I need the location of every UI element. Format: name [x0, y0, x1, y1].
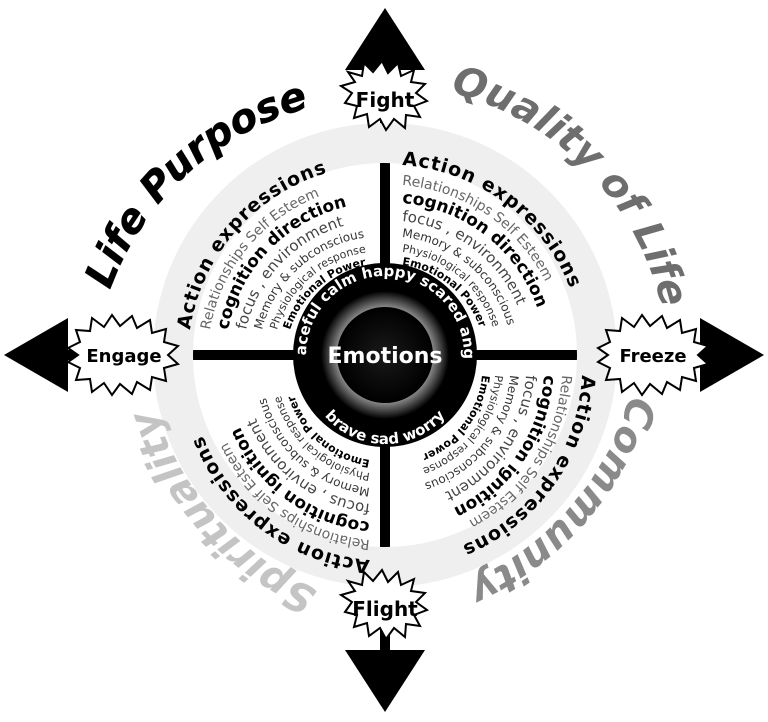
engage-starburst: Engage: [66, 313, 181, 397]
starburst-icon: [596, 313, 711, 397]
fight-starburst: Fight: [338, 59, 430, 132]
arrow-head-icon: [700, 318, 764, 392]
freeze-starburst: Freeze: [596, 313, 711, 397]
direction-label-freeze: Freeze: [619, 346, 686, 367]
arrow-head-icon: [345, 8, 425, 70]
flight-starburst: Flight: [338, 568, 430, 641]
direction-label-engage: Engage: [86, 346, 161, 367]
emotion-word: happy: [360, 262, 419, 285]
starburst-icon: [66, 313, 181, 397]
starburst-icon: [338, 568, 430, 641]
arrow-head-icon: [345, 650, 425, 712]
starburst-icon: [338, 59, 430, 132]
center-core: [337, 307, 433, 403]
direction-label-fight: Fight: [356, 88, 415, 112]
arrow-head-icon: [4, 318, 68, 392]
outer-ring: [153, 123, 617, 587]
emotion-word: sad: [369, 429, 400, 448]
center-label: Emotions: [328, 344, 443, 369]
direction-label-flight: Flight: [352, 597, 418, 621]
